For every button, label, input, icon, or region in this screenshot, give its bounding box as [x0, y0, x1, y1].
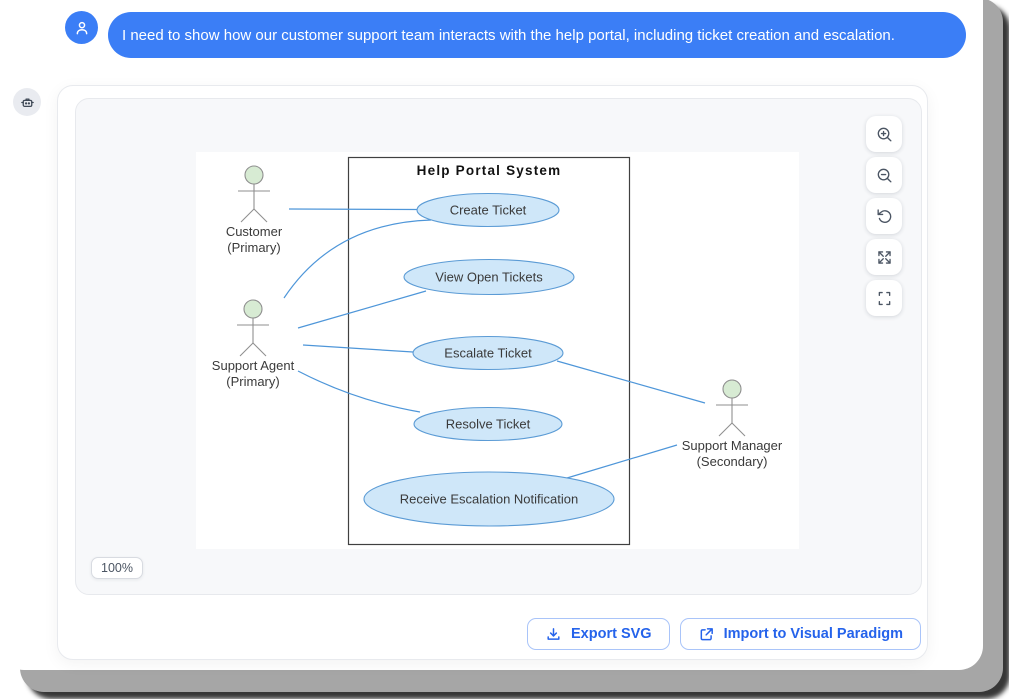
zoom-in-button[interactable] [866, 116, 902, 152]
action-row: Export SVG Import to Visual Paradigm [527, 618, 921, 650]
user-message-text: I need to show how our customer support … [122, 26, 895, 44]
zoom-level-badge: 100% [91, 557, 143, 579]
svg-text:Support Manager: Support Manager [682, 438, 783, 453]
import-to-visual-paradigm-button[interactable]: Import to Visual Paradigm [679, 618, 921, 650]
svg-text:(Secondary): (Secondary) [697, 454, 768, 469]
svg-text:(Primary): (Primary) [227, 240, 280, 255]
association-edge-1 [283, 219, 432, 299]
svg-text:(Primary): (Primary) [226, 374, 279, 389]
svg-text:Resolve Ticket: Resolve Ticket [446, 417, 531, 432]
viewer-zoom-controls [866, 116, 902, 316]
association-edge-3 [302, 344, 414, 353]
external-link-icon [698, 626, 715, 643]
user-message-bubble: I need to show how our customer support … [108, 12, 966, 58]
magnifier-plus-icon [875, 125, 894, 144]
export-svg-button[interactable]: Export SVG [527, 618, 670, 650]
svg-text:Create Ticket: Create Ticket [450, 203, 527, 218]
use-case-receive-escalation-notification: Receive Escalation Notification [363, 471, 615, 527]
fullscreen-button[interactable] [866, 280, 902, 316]
system-boundary-title: Help Portal System [417, 163, 562, 178]
actor-customer: Customer(Primary) [226, 165, 283, 255]
svg-text:Escalate Ticket: Escalate Ticket [444, 346, 532, 361]
svg-text:Customer: Customer [226, 224, 283, 239]
rotate-ccw-icon [875, 207, 894, 226]
zoom-out-button[interactable] [866, 157, 902, 193]
person-icon [73, 19, 91, 37]
import-to-visual-paradigm-label: Import to Visual Paradigm [723, 626, 903, 642]
zoom-level-text: 100% [101, 561, 133, 575]
download-icon [545, 626, 562, 643]
magnifier-minus-icon [875, 166, 894, 185]
export-svg-label: Export SVG [571, 626, 652, 642]
app-window: I need to show how our customer support … [13, 11, 966, 660]
association-edge-6 [566, 444, 678, 479]
actor-support-manager: Support Manager(Secondary) [682, 379, 783, 469]
use-case-create-ticket: Create Ticket [416, 192, 560, 228]
robot-icon [19, 94, 36, 111]
expand-button[interactable] [866, 239, 902, 275]
association-edge-4 [297, 370, 421, 413]
association-edge-5 [556, 360, 706, 404]
svg-text:View Open Tickets: View Open Tickets [435, 270, 543, 285]
use-case-escalate-ticket: Escalate Ticket [412, 335, 564, 371]
svg-text:Support Agent: Support Agent [212, 358, 295, 373]
corner-brackets-icon [875, 289, 894, 308]
user-avatar [65, 11, 98, 44]
use-case-view-open-tickets: View Open Tickets [403, 258, 575, 296]
actor-support-agent: Support Agent(Primary) [212, 299, 295, 389]
association-edge-0 [288, 208, 418, 211]
reset-view-button[interactable] [866, 198, 902, 234]
assistant-avatar [13, 88, 41, 116]
arrows-out-icon [875, 248, 894, 267]
svg-text:Receive Escalation Notificatio: Receive Escalation Notification [400, 492, 578, 507]
use-case-resolve-ticket: Resolve Ticket [413, 406, 563, 442]
association-edge-2 [297, 290, 427, 329]
